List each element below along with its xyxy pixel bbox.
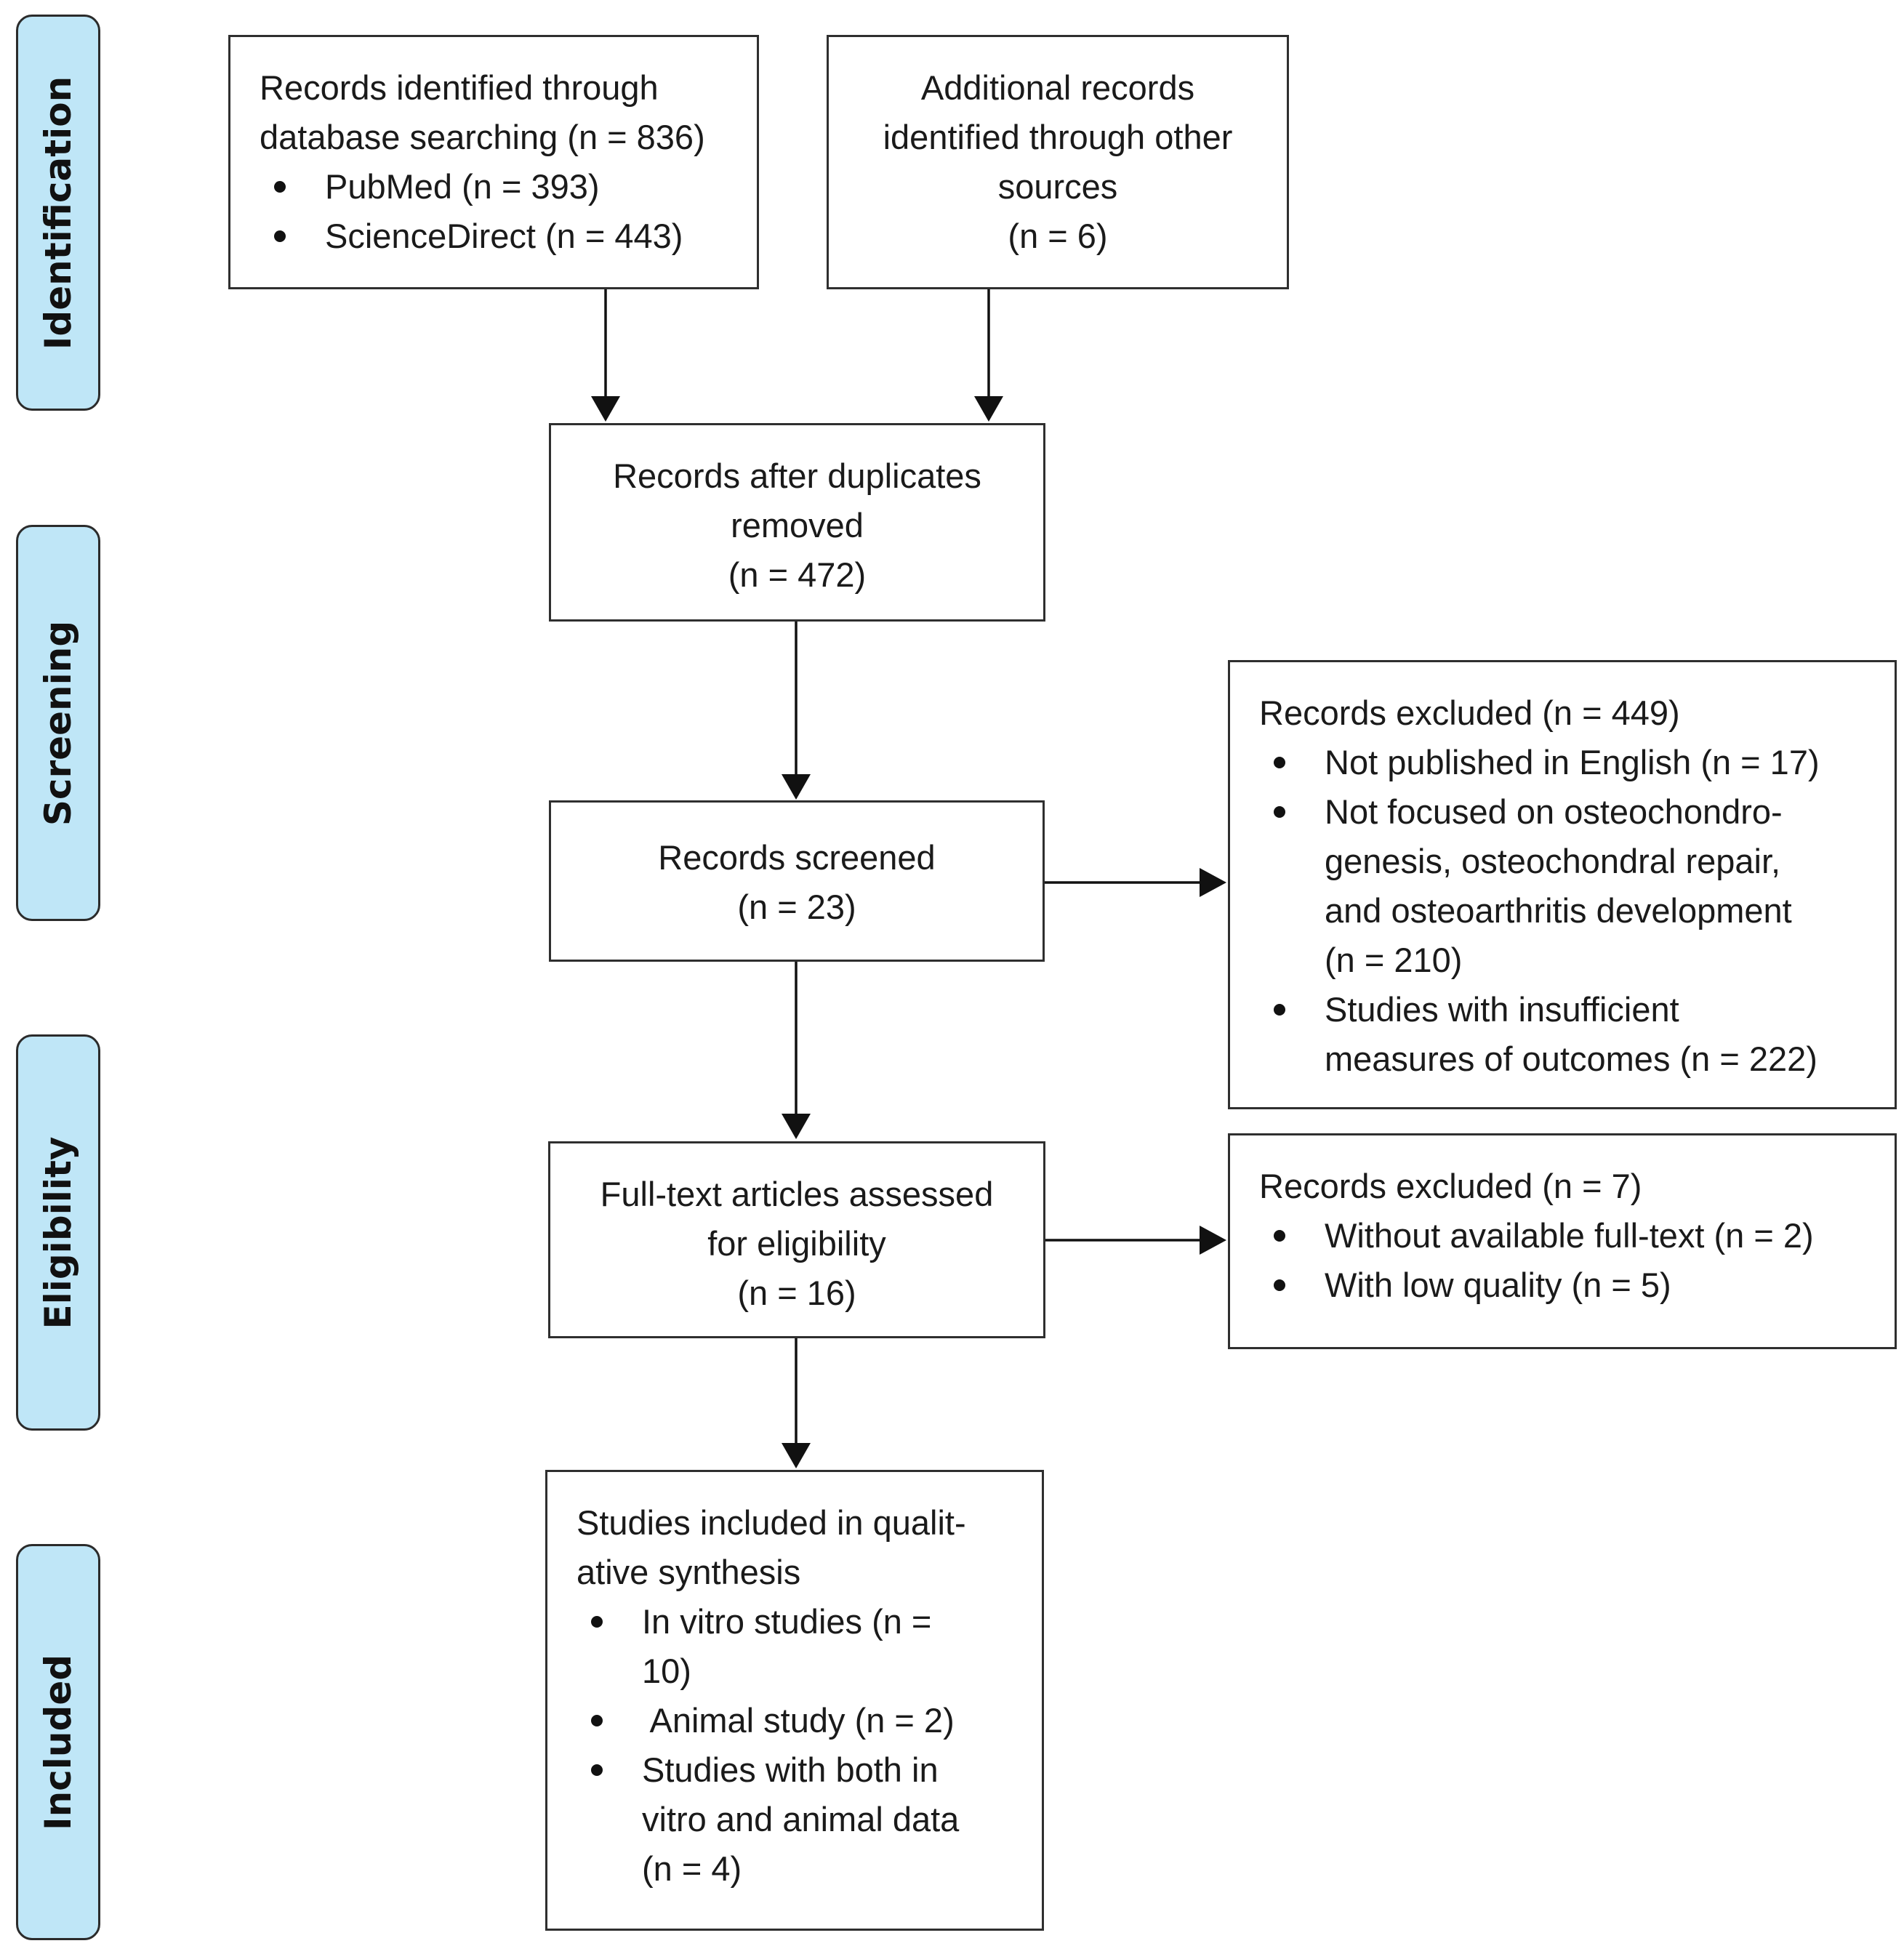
bullet-icon <box>1274 757 1285 768</box>
bullet-icon <box>591 1715 603 1726</box>
included-study-list: In vitro studies (n = 10) Animal study (… <box>577 1597 1042 1894</box>
database-line-2: database searching (n = 836) <box>260 118 705 156</box>
box-other-sources: Additional records identified through ot… <box>827 35 1289 289</box>
excluded-eligibility-title: Records excluded (n = 7) <box>1259 1167 1642 1205</box>
bullet-icon <box>591 1764 603 1776</box>
box-duplicates-removed: Records after duplicates removed (n = 47… <box>549 423 1045 622</box>
bullet-icon <box>1274 1004 1285 1016</box>
arrowhead-screened-down <box>782 1114 811 1139</box>
database-source-list: PubMed (n = 393) ScienceDirect (n = 443) <box>260 162 757 261</box>
excluded-screening-title: Records excluded (n = 449) <box>1259 693 1680 732</box>
included-title-line-2: ative synthesis <box>577 1553 801 1591</box>
screened-line-1: Records screened <box>658 838 936 877</box>
other-line-1: Additional records <box>920 68 1195 107</box>
other-line-4: (n = 6) <box>1008 217 1108 255</box>
database-line-1: Records identified through <box>260 68 659 107</box>
list-item: Studies with both in vitro and animal da… <box>577 1745 1042 1894</box>
duplicates-line-1: Records after duplicates <box>613 457 981 495</box>
included-title-line-1: Studies included in qualit- <box>577 1503 966 1542</box>
other-line-2: identified through other <box>883 118 1233 156</box>
list-item: Not focused on osteochondro- genesis, os… <box>1259 787 1895 985</box>
bullet-icon <box>1274 1279 1285 1291</box>
list-item: Not published in English (n = 17) <box>1259 738 1895 787</box>
bullet-icon <box>591 1616 603 1628</box>
phase-screening: Screening <box>16 525 100 921</box>
phase-eligibility: Eligibility <box>16 1034 100 1431</box>
phase-included: Included <box>16 1544 100 1940</box>
arrowhead-fulltext-down <box>782 1443 811 1468</box>
excluded-eligibility-list: Without available full-text (n = 2) With… <box>1259 1211 1895 1310</box>
box-records-screened: Records screened (n = 23) <box>549 800 1045 962</box>
list-item: In vitro studies (n = 10) <box>577 1597 1042 1696</box>
arrowhead-fulltext-right <box>1200 1226 1226 1255</box>
arrowhead-other <box>974 396 1003 422</box>
list-item: With low quality (n = 5) <box>1259 1261 1895 1310</box>
phase-included-label: Included <box>37 1654 79 1830</box>
list-item: PubMed (n = 393) <box>260 162 757 212</box>
box-fulltext-assessed: Full-text articles assessed for eligibil… <box>548 1141 1045 1338</box>
list-item: Animal study (n = 2) <box>577 1696 1042 1745</box>
fulltext-line-2: for eligibility <box>707 1224 886 1263</box>
duplicates-line-3: (n = 472) <box>728 555 867 594</box>
fulltext-line-3: (n = 16) <box>737 1274 856 1312</box>
box-excluded-screening: Records excluded (n = 449) Not published… <box>1228 660 1897 1109</box>
list-item: ScienceDirect (n = 443) <box>260 212 757 261</box>
fulltext-line-1: Full-text articles assessed <box>600 1175 994 1213</box>
phase-eligibility-label: Eligibility <box>37 1135 79 1330</box>
phase-identification-label: Identification <box>37 76 79 350</box>
bullet-icon <box>1274 1230 1285 1242</box>
bullet-icon <box>1274 806 1285 818</box>
arrowhead-screened-right <box>1200 868 1226 897</box>
box-studies-included: Studies included in qualit- ative synthe… <box>545 1470 1044 1931</box>
bullet-icon <box>274 181 286 193</box>
duplicates-line-2: removed <box>731 506 864 544</box>
box-excluded-eligibility: Records excluded (n = 7) Without availab… <box>1228 1133 1897 1349</box>
phase-identification: Identification <box>16 15 100 411</box>
phase-screening-label: Screening <box>37 620 79 826</box>
other-line-3: sources <box>997 167 1118 206</box>
box-database-search: Records identified through database sear… <box>228 35 759 289</box>
list-item: Without available full-text (n = 2) <box>1259 1211 1895 1261</box>
list-item: Studies with insufficient measures of ou… <box>1259 985 1895 1084</box>
arrowhead-database <box>591 396 620 422</box>
screened-line-2: (n = 23) <box>737 888 856 926</box>
arrowhead-duplicates <box>782 774 811 800</box>
excluded-screening-list: Not published in English (n = 17) Not fo… <box>1259 738 1895 1084</box>
bullet-icon <box>274 230 286 242</box>
